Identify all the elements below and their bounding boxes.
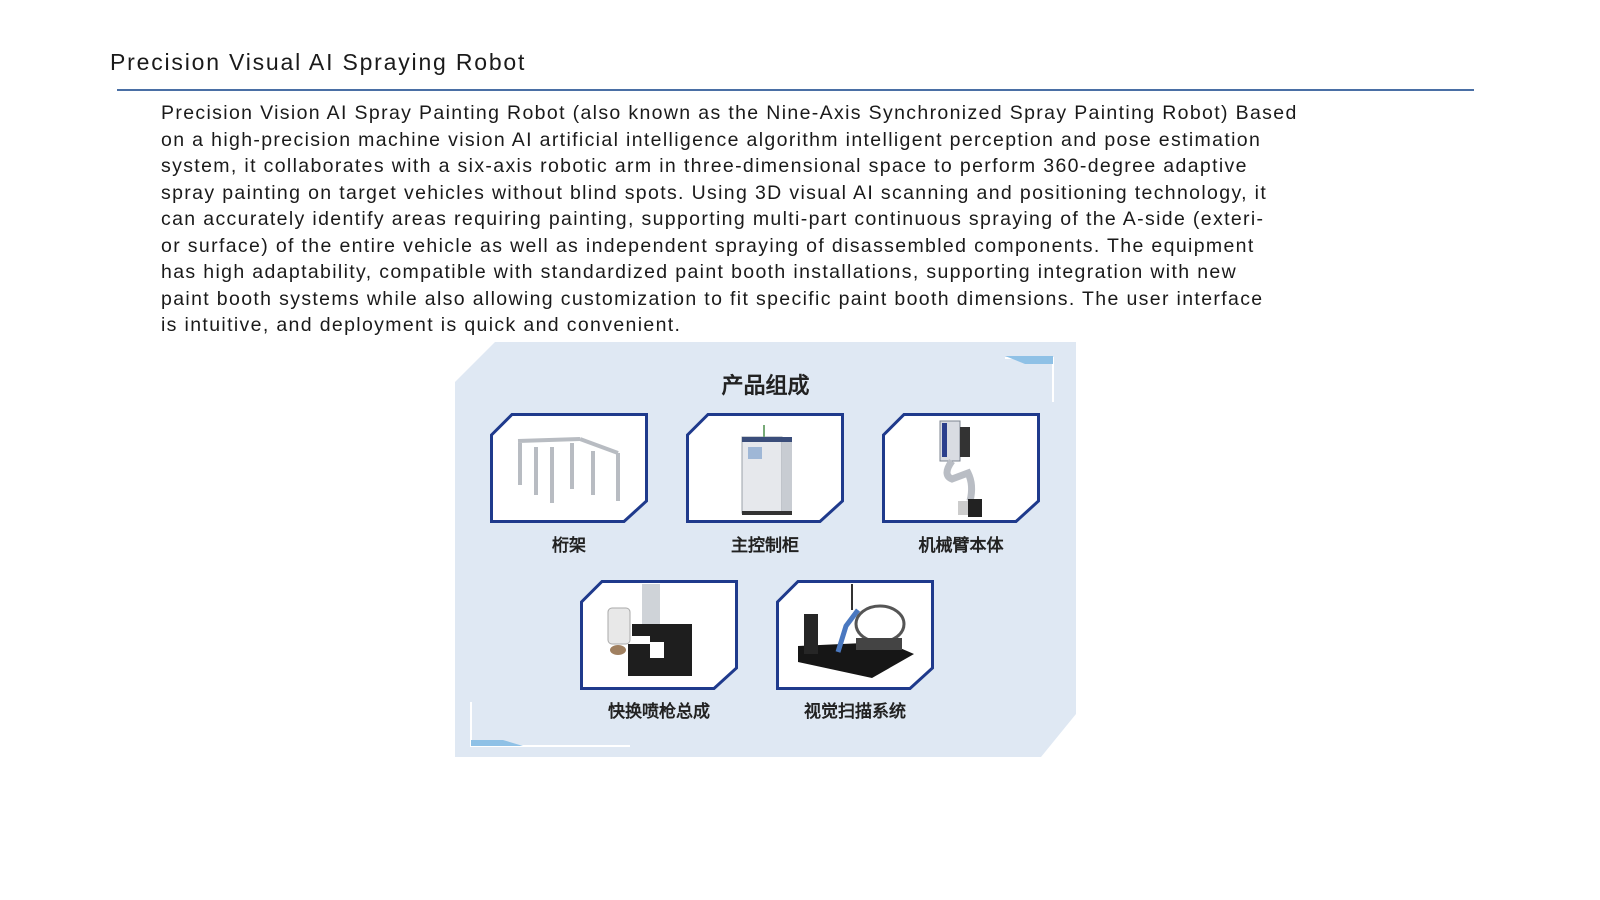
vision-scanner-icon: [776, 580, 934, 690]
description-paragraph: Precision Vision AI Spray Painting Robot…: [161, 100, 1298, 339]
description-line: is intuitive, and deployment is quick an…: [161, 314, 682, 336]
component-card-gantry: [490, 413, 648, 523]
robot-arm-icon: [882, 413, 1040, 523]
description-line: system, it collaborates with a six-axis …: [161, 155, 1248, 177]
component-card-vision-scanner: [776, 580, 934, 690]
component-label: 桁架: [552, 536, 586, 555]
spray-gun-icon: [580, 580, 738, 690]
component-label: 快换喷枪总成: [608, 702, 710, 721]
page-title: Precision Visual AI Spraying Robot: [110, 49, 527, 75]
figure-title: 产品组成: [721, 373, 810, 398]
gantry-icon: [490, 413, 648, 523]
product-composition-figure: 产品组成 桁架 主控制柜: [455, 342, 1076, 757]
component-card-control-cabinet: [686, 413, 844, 523]
component-label: 视觉扫描系统: [804, 702, 906, 721]
description-line: on a high-precision machine vision AI ar…: [161, 128, 1262, 151]
description-line: paint booth systems while also allowing …: [161, 287, 1264, 310]
component-card-spray-gun: [580, 580, 738, 690]
description-line: can accurately identify areas requiring …: [161, 208, 1265, 230]
component-label: 机械臂本体: [918, 536, 1004, 555]
description-line: has high adaptability, compatible with s…: [161, 261, 1238, 283]
description-line: Precision Vision AI Spray Painting Robot…: [161, 102, 1298, 124]
description-line: or surface) of the entire vehicle as wel…: [161, 234, 1255, 257]
component-label: 主控制柜: [731, 536, 799, 555]
title-divider: [117, 89, 1474, 91]
component-card-robot-arm: [882, 413, 1040, 523]
control-cabinet-icon: [686, 413, 844, 523]
description-line: spray painting on target vehicles withou…: [161, 181, 1268, 204]
